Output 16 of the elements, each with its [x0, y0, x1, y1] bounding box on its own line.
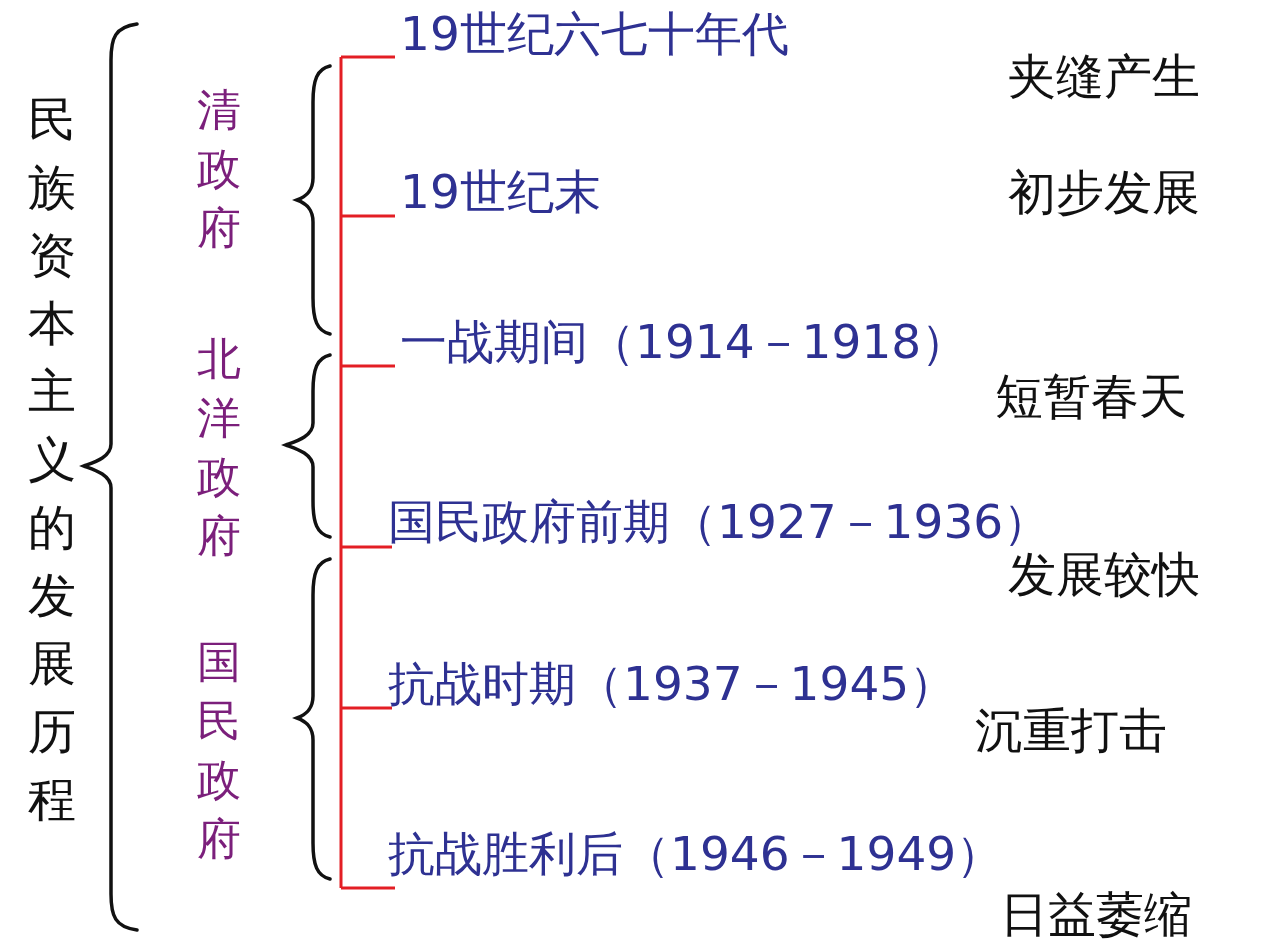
outcome-label: 发展较快 [1008, 550, 1200, 598]
government-label: 清政府 [197, 83, 241, 255]
outcome-label: 初步发展 [1008, 168, 1200, 216]
period-label: 国民政府前期（1927－1936） [388, 498, 1051, 545]
topic-heading: 民族资本主义的发展历程 [28, 90, 76, 829]
outcome-label: 日益萎缩 [1000, 890, 1192, 938]
period-label: 一战期间（1914－1918） [400, 318, 969, 365]
period-label: 19世纪六七十年代 [400, 10, 789, 57]
outcome-label: 夹缝产生 [1008, 52, 1200, 100]
outcome-label: 沉重打击 [975, 706, 1167, 754]
period-label: 抗战时期（1937－1945） [388, 660, 957, 707]
outcome-label: 短暂春天 [995, 372, 1187, 420]
period-label: 抗战胜利后（1946－1949） [388, 830, 1004, 877]
government-label: 国民政府 [197, 635, 241, 866]
government-label: 北洋政府 [197, 332, 241, 563]
period-label: 19世纪末 [400, 168, 601, 215]
